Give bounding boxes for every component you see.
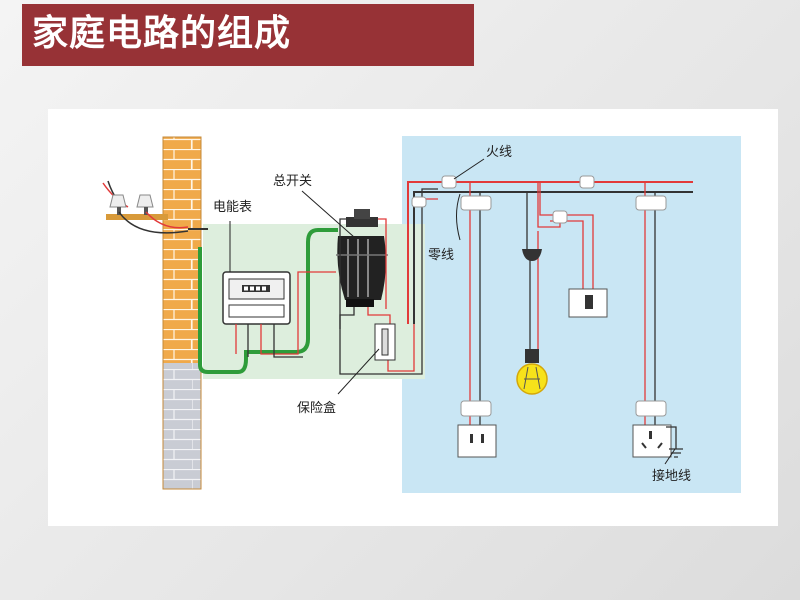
- light-bulb: [516, 349, 548, 395]
- ceiling-rose: [522, 249, 542, 261]
- branch-4-wires: [644, 182, 656, 429]
- household-circuit-diagram: 电能表 总开关 火线 零线 保险盒 接地线: [102, 136, 741, 493]
- live-wire-label: 火线: [486, 145, 512, 160]
- meter-label: 电能表: [213, 200, 252, 215]
- socket-1: [457, 400, 497, 458]
- diagram-panel: 电能表 总开关 火线 零线 保险盒 接地线: [48, 109, 778, 526]
- fuse-box-label: 保险盒: [297, 400, 336, 416]
- title-bar: 家庭电路的组成: [22, 4, 474, 66]
- page-title: 家庭电路的组成: [32, 13, 292, 54]
- ground-wire-label: 接地线: [652, 468, 691, 484]
- mains-lines: [407, 181, 693, 324]
- branch-insulators: [460, 195, 667, 211]
- mains-insulators: [411, 175, 595, 208]
- branch-1-wires: [469, 182, 481, 429]
- meter-wires: [235, 271, 336, 358]
- fuse-box: [374, 323, 396, 361]
- ground-symbol: [666, 426, 683, 458]
- socket-2: [632, 400, 672, 458]
- service-insulators: [102, 180, 208, 234]
- neutral-wire-label: 零线: [428, 248, 454, 263]
- earth-conduit: [198, 228, 338, 374]
- main-switch-label: 总开关: [273, 174, 312, 189]
- main-switch: [336, 209, 388, 307]
- outer-wall: [162, 136, 202, 490]
- electricity-meter: [222, 271, 291, 325]
- label-pointers: [229, 158, 676, 465]
- wall-switch: [568, 288, 608, 318]
- switch-insulator: [552, 210, 568, 224]
